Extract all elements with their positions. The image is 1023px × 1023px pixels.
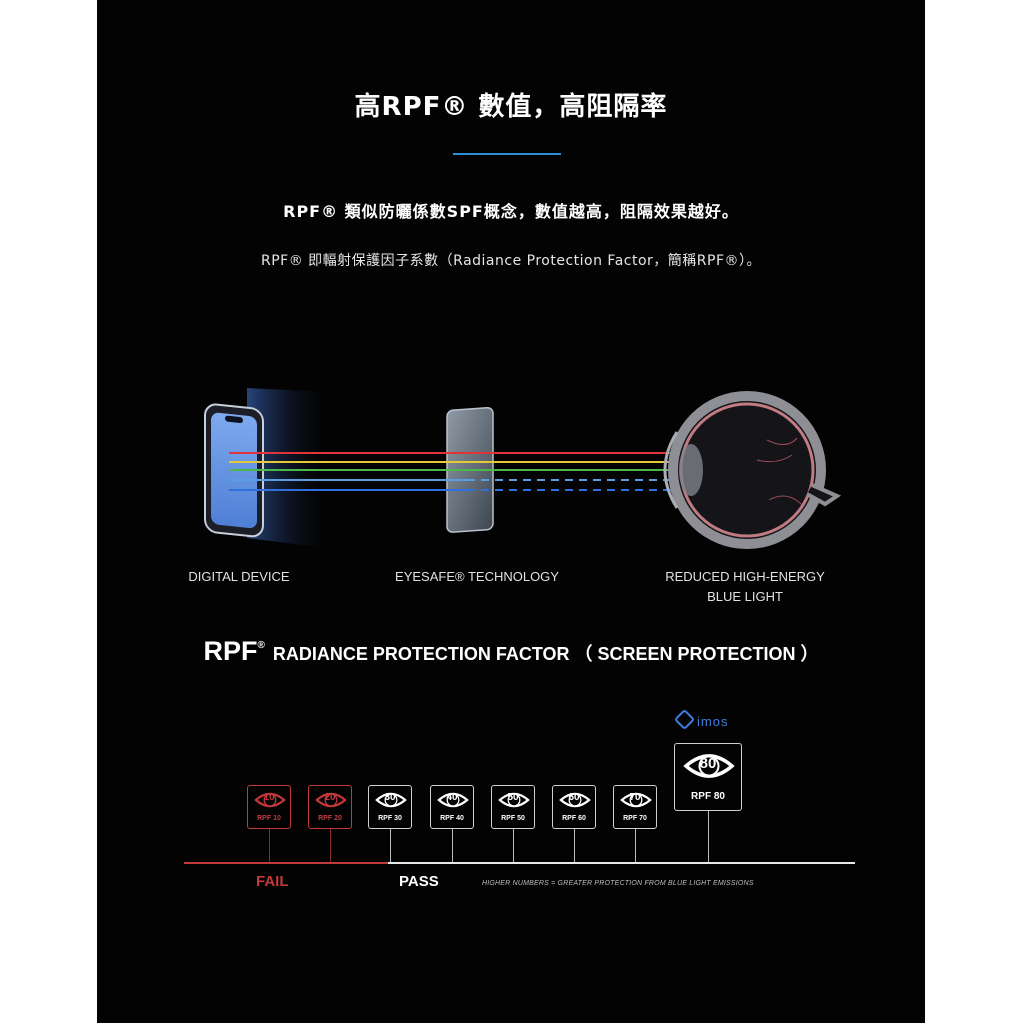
rpf-badge-label: RPF 70 [623,815,647,822]
reduced-light-caption-line1: REDUCED HIGH-ENERGY [665,569,825,584]
rpf-badge-label: RPF 20 [318,815,342,822]
rpf-badge-label: RPF 40 [440,815,464,822]
rpf-badge-stem [269,829,270,862]
rpf-badge-stem [452,829,453,862]
rpf-badge-label: RPF 50 [501,815,525,822]
rpf-badge-stem [635,829,636,862]
pass-label: PASS [399,873,439,890]
rpf-badge-value: 30 [384,792,396,803]
reduced-light-caption-line2: BLUE LIGHT [707,589,783,604]
page-title: 高RPF® 數值，高阻隔率 [354,92,668,122]
rpf-badge-stem [513,829,514,862]
eye-rating-icon [559,792,591,808]
rpf-badge-value: 50 [507,792,519,803]
rpf-badge-value: 20 [324,792,336,803]
eye-rating-icon [683,754,735,778]
eye-rating-icon [315,792,347,808]
rpf-badge-value: 80 [699,755,717,772]
rpf-badge-stem [330,829,331,862]
eye-rating-icon [620,792,652,808]
scale-note: HIGHER NUMBERS = GREATER PROTECTION FROM… [482,880,754,887]
eye-icon [663,391,842,549]
rpf-heading-abbr: RPF [203,636,258,666]
rpf-badge-label: RPF 10 [257,815,281,822]
rpf-heading: RPF® RADIANCE PROTECTION FACTOR （ SCREEN … [97,636,925,667]
title-underline [453,153,561,155]
eye-rating-icon [498,792,530,808]
light-glow [247,388,327,548]
rpf-badge-stem [574,829,575,862]
imos-logo-text: imos [697,714,729,729]
digital-device-caption: DIGITAL DEVICE [188,569,290,584]
rpf-badge-label: RPF 80 [691,791,725,802]
rpf-badge-value: 60 [568,792,580,803]
page-subtitle: RPF® 類似防曬係數SPF概念，數值越高，阻隔效果越好。 [283,202,739,221]
rpf-badge-value: 70 [629,792,641,803]
rpf-heading-reg: ® [257,640,265,651]
pass-scale-line [388,862,855,864]
imos-logo-icon [673,708,696,731]
rpf-badge-value: 10 [263,792,275,803]
reduced-light-caption: REDUCED HIGH-ENERGY BLUE LIGHT [645,567,845,607]
rpf-badge-stem [390,829,391,862]
rpf-description: RPF® 即輻射保護因子系數（Radiance Protection Facto… [260,253,761,269]
fail-scale-line [184,862,388,864]
eye-rating-icon [437,792,469,808]
fail-label: FAIL [256,873,289,890]
rpf-badge-label: RPF 60 [562,815,586,822]
rpf-badge-label: RPF 30 [378,815,402,822]
rpf-badge-stem [708,811,709,862]
eye-rating-icon [254,792,286,808]
eyesafe-caption: EYESAFE® TECHNOLOGY [395,569,559,584]
rpf-heading-text: RADIANCE PROTECTION FACTOR （ SCREEN PROT… [272,644,819,664]
rpf-badge-value: 40 [446,792,458,803]
content-panel: 高RPF® 數值，高阻隔率 RPF® 類似防曬係數SPF概念，數值越高，阻隔效果… [97,0,925,1023]
imos-logo: imos [673,708,729,731]
light-transmission-diagram [204,388,842,549]
eye-rating-icon [375,792,407,808]
